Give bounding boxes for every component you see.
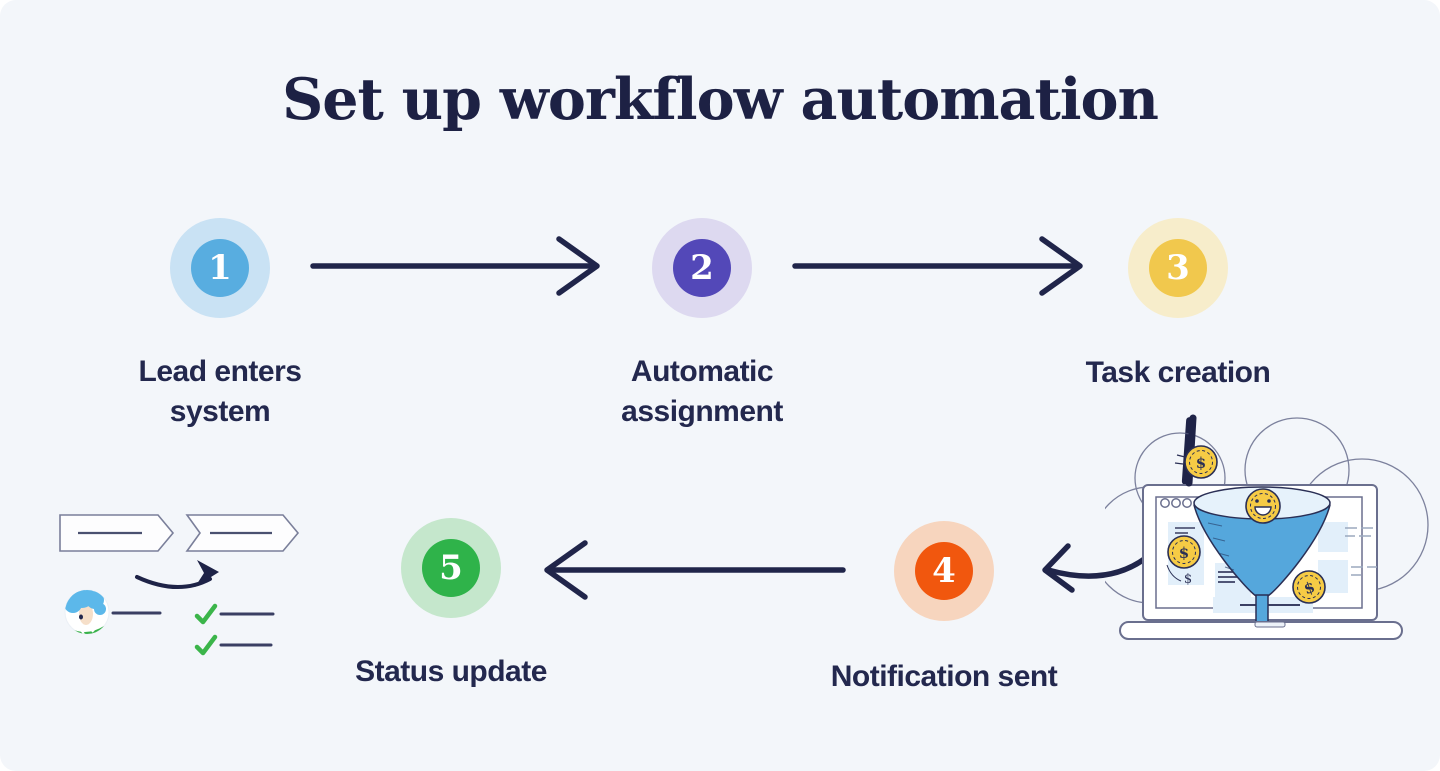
step-3-number: 3 xyxy=(1166,248,1190,288)
step-3-circle: 3 xyxy=(1149,239,1207,297)
step-5-halo: 5 xyxy=(401,518,501,618)
step-3-badge: 3 xyxy=(1128,218,1228,318)
step-2-halo: 2 xyxy=(652,218,752,318)
step-1-label: Lead enters system xyxy=(138,355,302,428)
coin-dollar-text: $ xyxy=(1184,572,1192,587)
laptop-base xyxy=(1119,621,1403,640)
step-4-circle: 4 xyxy=(915,542,973,600)
step-2-badge: 2 xyxy=(652,218,752,318)
step-2-number: 2 xyxy=(690,248,714,288)
step-5-circle: 5 xyxy=(422,539,480,597)
dollar-coin-icon: $ $ xyxy=(1166,535,1201,587)
step-4-number: 4 xyxy=(932,551,956,591)
arrow-left-icon xyxy=(544,540,846,600)
check-icon xyxy=(194,634,218,656)
step-4-label: Notification sent xyxy=(830,660,1058,693)
step-5-badge: 5 xyxy=(401,518,501,618)
arrow-right-icon xyxy=(792,236,1083,296)
coin-dollar-text: $ xyxy=(1196,454,1206,472)
process-arrow-banner xyxy=(185,514,300,552)
coin-dollar-text: $ xyxy=(1179,544,1189,562)
arrow-right-icon xyxy=(310,236,600,296)
step-3-halo: 3 xyxy=(1128,218,1228,318)
step-2-label: Automatic assignment xyxy=(621,355,783,428)
step-1-number: 1 xyxy=(208,248,232,288)
page-title: Set up workflow automation xyxy=(282,66,1159,133)
step-3-label: Task creation xyxy=(1085,356,1271,389)
step-2-circle: 2 xyxy=(673,239,731,297)
smiley-coin-icon xyxy=(1245,488,1281,524)
step-4-badge: 4 xyxy=(894,521,994,621)
step-1-circle: 1 xyxy=(191,239,249,297)
step-5-label: Status update xyxy=(355,655,547,688)
sales-funnel-laptop-illustration: $ $ $ $ xyxy=(1105,414,1429,640)
curved-arrow-right-icon xyxy=(135,560,219,589)
browser-dots-icon xyxy=(1160,498,1192,508)
workflow-checklist-illustration xyxy=(59,514,300,656)
step-5-number: 5 xyxy=(439,548,463,588)
avatar xyxy=(64,589,110,635)
step-1-halo: 1 xyxy=(170,218,270,318)
step-1-badge: 1 xyxy=(170,218,270,318)
process-arrow-banner xyxy=(59,514,175,552)
dollar-coin-icon: $ xyxy=(1292,570,1326,604)
dollar-coin-icon: $ xyxy=(1174,445,1218,479)
check-icon xyxy=(194,603,218,625)
step-4-halo: 4 xyxy=(894,521,994,621)
